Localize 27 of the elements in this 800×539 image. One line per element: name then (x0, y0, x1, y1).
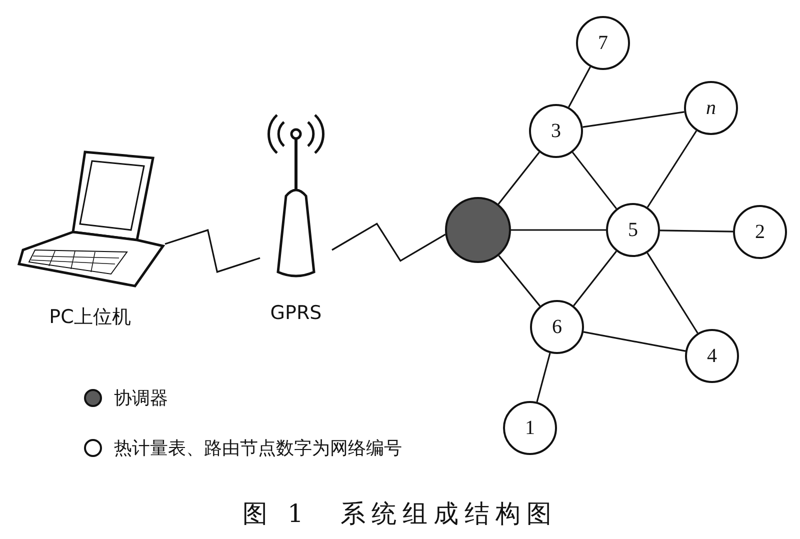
node-circle: n (684, 81, 738, 135)
network-link (646, 130, 698, 208)
node-circle: 1 (503, 401, 557, 455)
wireless-link (164, 229, 260, 273)
network-link (511, 229, 606, 231)
network-link (582, 111, 684, 128)
node-circle: 6 (530, 300, 584, 354)
figure-caption: 图 1 系统组成结构图 (242, 499, 558, 528)
network-link (498, 255, 541, 307)
node-circle: 7 (576, 16, 630, 70)
node-circle: 3 (529, 104, 583, 158)
node-circle: 2 (733, 205, 787, 259)
network-link (646, 252, 698, 334)
network-link (583, 331, 686, 352)
device-label: GPRS (269, 302, 323, 324)
node-circle: 4 (685, 329, 739, 383)
node-circle: 5 (606, 203, 660, 257)
wireless-link (332, 222, 446, 262)
network-link (536, 352, 551, 402)
device-label: PC上位机 (48, 305, 132, 330)
network-link (573, 250, 617, 306)
legend-text: 协调器 (114, 387, 168, 410)
network-link (498, 152, 540, 205)
legend-text: 热计量表、路由节点数字为网络编号 (114, 437, 402, 460)
network-link (568, 66, 591, 108)
network-link (660, 230, 734, 232)
network-link (572, 152, 618, 210)
